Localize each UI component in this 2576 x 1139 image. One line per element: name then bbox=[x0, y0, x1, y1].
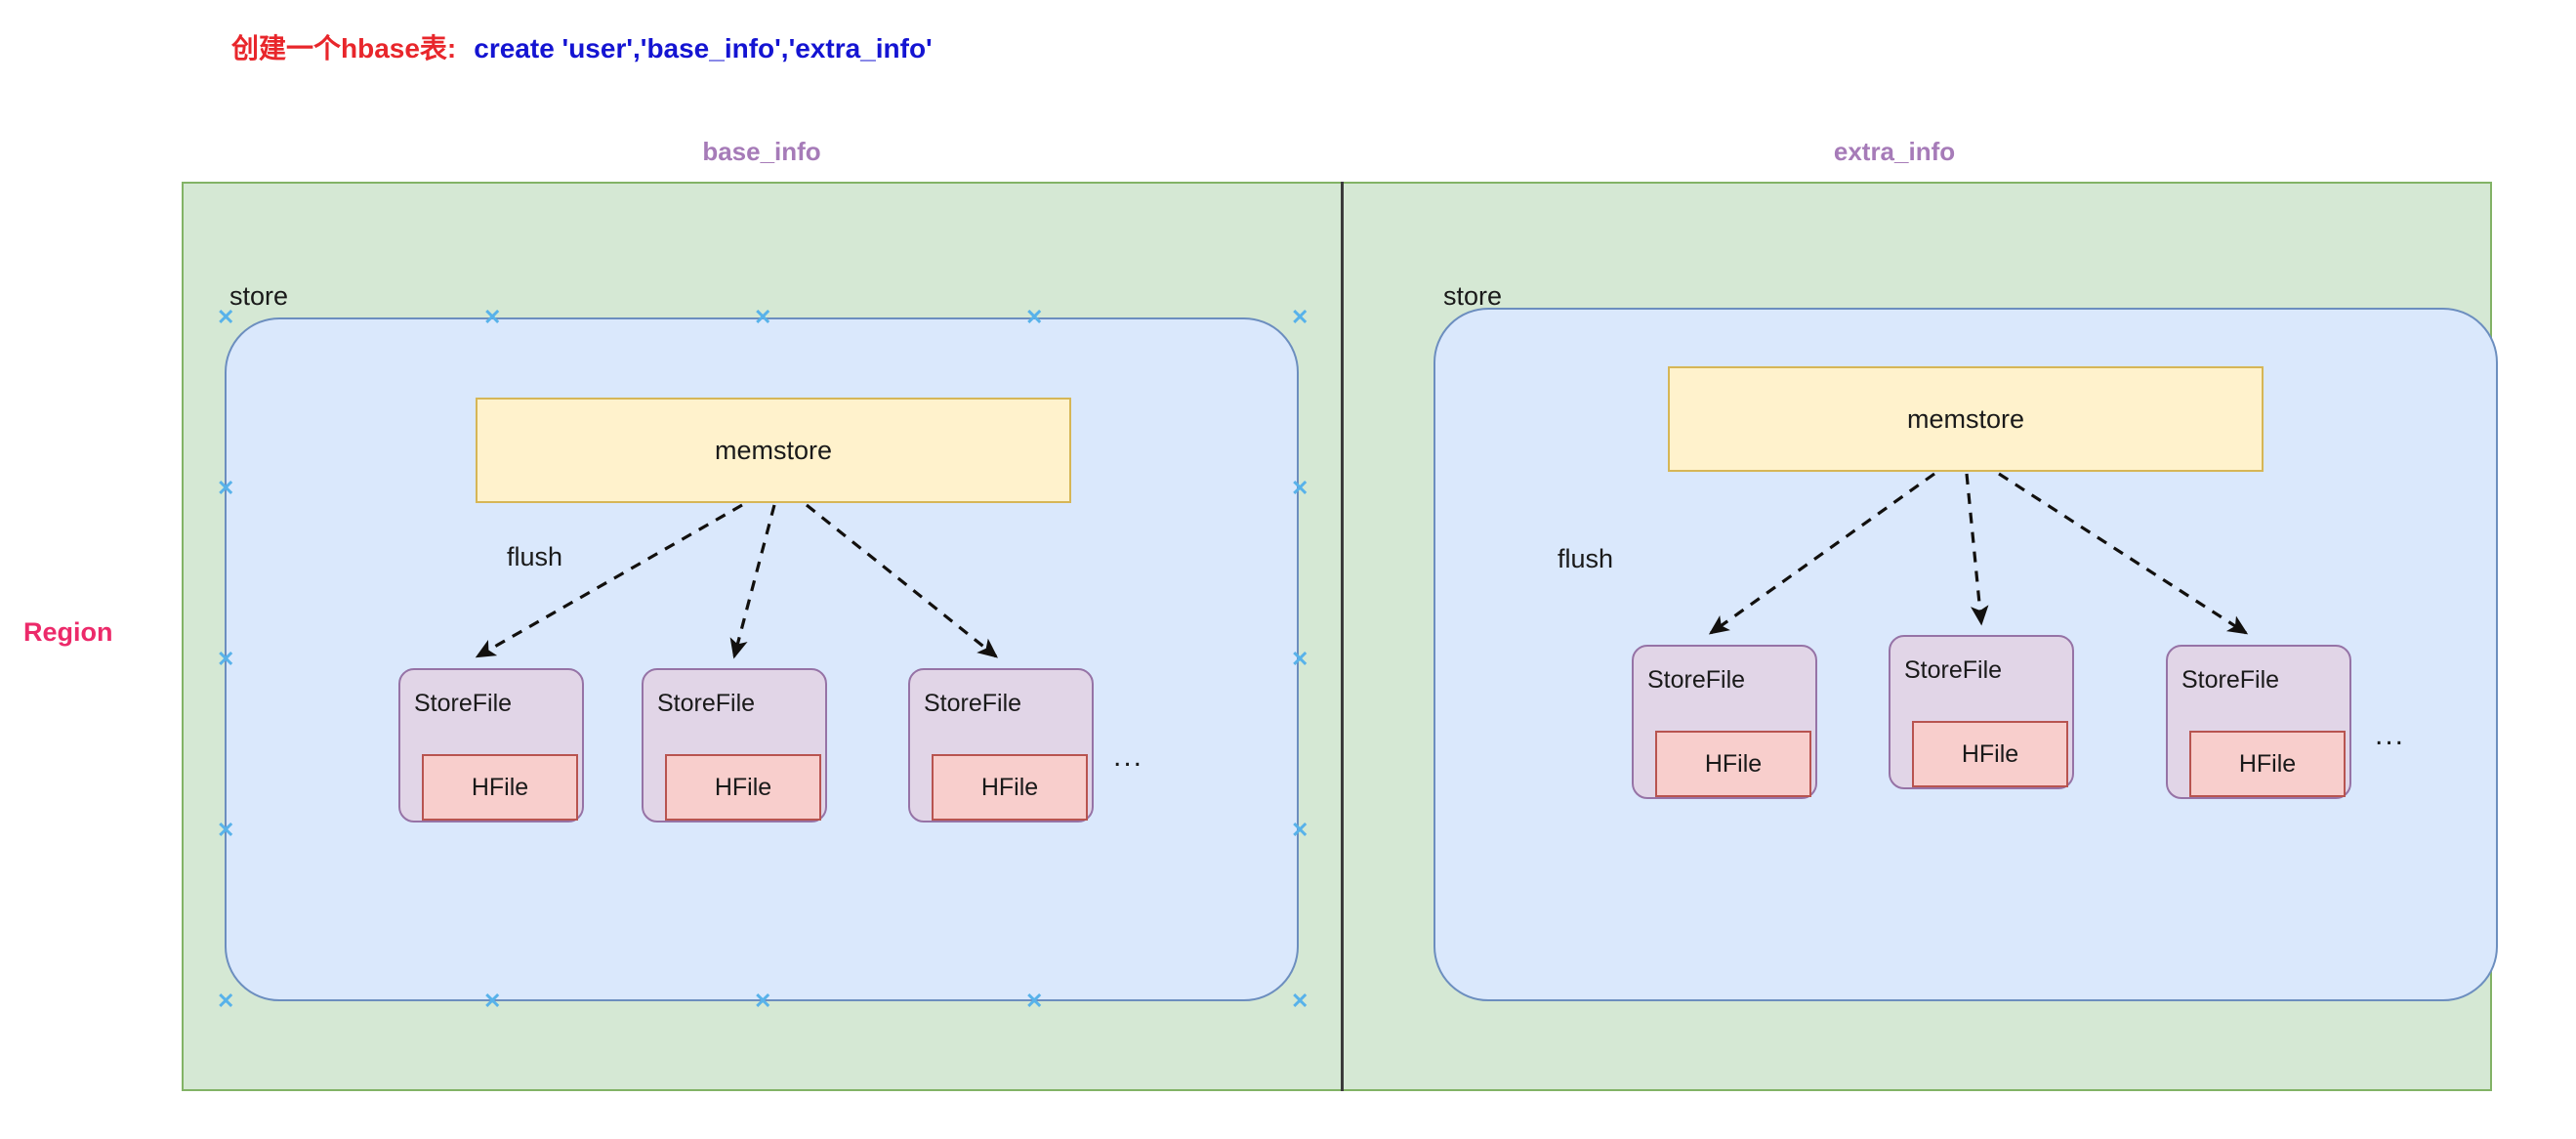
selection-handle[interactable]: ✕ bbox=[217, 989, 235, 1013]
region-label: Region bbox=[23, 617, 113, 647]
selection-handle[interactable]: ✕ bbox=[1291, 305, 1309, 329]
selection-handle[interactable]: ✕ bbox=[754, 989, 772, 1013]
hfile-box[interactable]: HFile bbox=[2189, 731, 2346, 797]
hfile-box[interactable]: HFile bbox=[665, 754, 821, 821]
selection-handle[interactable]: ✕ bbox=[1025, 989, 1044, 1013]
selection-handle[interactable]: ✕ bbox=[217, 818, 235, 842]
column-family-label-extra-info: extra_info bbox=[1833, 137, 1956, 166]
column-family-label-base-info: base_info bbox=[702, 137, 821, 166]
storefile-label: StoreFile bbox=[657, 690, 756, 717]
selection-handle[interactable]: ✕ bbox=[483, 305, 502, 329]
storefile-label: StoreFile bbox=[924, 690, 1022, 717]
selection-handle[interactable]: ✕ bbox=[1291, 818, 1309, 842]
column-family-divider bbox=[1341, 182, 1344, 1091]
selection-handle[interactable]: ✕ bbox=[1291, 647, 1309, 671]
flush-label-base-info: flush bbox=[507, 542, 563, 571]
selection-handle[interactable]: ✕ bbox=[217, 305, 235, 329]
storefile-box[interactable]: StoreFile HFile bbox=[642, 668, 827, 823]
storefile-box[interactable]: StoreFile HFile bbox=[908, 668, 1094, 823]
memstore-base-info[interactable]: memstore bbox=[476, 398, 1071, 503]
hfile-box[interactable]: HFile bbox=[422, 754, 578, 821]
title-chinese-label: 创建一个hbase表: bbox=[231, 33, 457, 63]
storefile-box[interactable]: StoreFile HFile bbox=[1889, 635, 2074, 789]
selection-handle[interactable]: ✕ bbox=[483, 989, 502, 1013]
storefile-label: StoreFile bbox=[2181, 666, 2280, 694]
hfile-box[interactable]: HFile bbox=[1912, 721, 2068, 787]
storefile-label: StoreFile bbox=[1904, 656, 2003, 684]
hfile-box[interactable]: HFile bbox=[932, 754, 1088, 821]
store-label-base-info: store bbox=[229, 281, 289, 311]
selection-handle[interactable]: ✕ bbox=[754, 305, 772, 329]
storefile-label: StoreFile bbox=[414, 690, 513, 717]
selection-handle[interactable]: ✕ bbox=[217, 647, 235, 671]
diagram-title: 创建一个hbase表: create 'user','base_info','e… bbox=[231, 27, 933, 66]
store-label-extra-info: store bbox=[1443, 281, 1503, 311]
selection-handle[interactable]: ✕ bbox=[1291, 989, 1309, 1013]
storefile-box[interactable]: StoreFile HFile bbox=[1632, 645, 1817, 799]
selection-handle[interactable]: ✕ bbox=[1291, 476, 1309, 500]
flush-label-extra-info: flush bbox=[1558, 544, 1614, 573]
title-hbase-command: create 'user','base_info','extra_info' bbox=[474, 33, 933, 63]
ellipsis-extra-info: ... bbox=[2375, 719, 2406, 751]
memstore-extra-info[interactable]: memstore bbox=[1668, 366, 2264, 472]
selection-handle[interactable]: ✕ bbox=[1025, 305, 1044, 329]
storefile-label: StoreFile bbox=[1647, 666, 1746, 694]
ellipsis-base-info: ... bbox=[1113, 740, 1144, 773]
storefile-box[interactable]: StoreFile HFile bbox=[398, 668, 584, 823]
hfile-box[interactable]: HFile bbox=[1655, 731, 1811, 797]
storefile-box[interactable]: StoreFile HFile bbox=[2166, 645, 2351, 799]
selection-handle[interactable]: ✕ bbox=[217, 476, 235, 500]
